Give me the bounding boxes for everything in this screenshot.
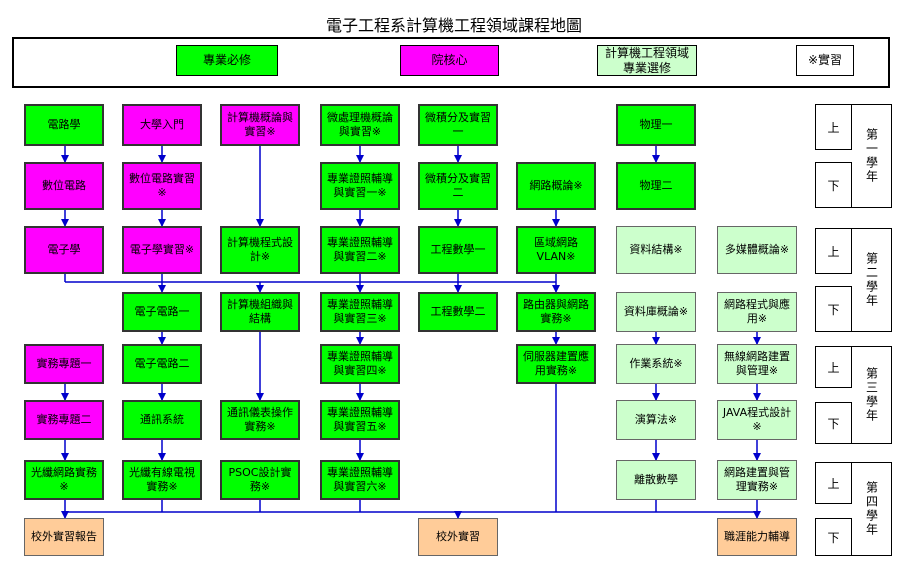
course-certification-3: 專業證照輔導與實習三※ <box>320 292 400 332</box>
legend-required: 專業必修 <box>176 45 278 76</box>
course-data-structures: 資料結構※ <box>616 226 696 274</box>
year4-lower: 下 <box>815 518 852 556</box>
year1-lower: 下 <box>815 162 852 208</box>
course-certification-4: 專業證照輔導與實習四※ <box>320 344 400 384</box>
course-physics-1: 物理一 <box>616 104 696 146</box>
course-digital-circuits: 數位電路 <box>24 162 104 210</box>
course-project-1: 實務專題一 <box>24 344 104 384</box>
year3-lower: 下 <box>815 402 852 444</box>
year1-upper: 上 <box>815 104 852 150</box>
course-microprocessor: 微處理機概論與實習※ <box>320 104 400 146</box>
course-certification-6: 專業證照輔導與實習六※ <box>320 460 400 500</box>
course-router-practice: 路由器與網路實務※ <box>516 292 596 332</box>
legend-elective: 計算機工程領域 專業選修 <box>597 45 697 76</box>
course-digital-circuits-lab: 數位電路實習※ <box>122 162 202 210</box>
year1-label: 第一學年 <box>852 104 892 208</box>
course-certification-2: 專業證照輔導與實習二※ <box>320 226 400 274</box>
course-server-practice: 伺服器建置應用實務※ <box>516 344 596 384</box>
course-programming: 計算機程式設計※ <box>220 226 300 274</box>
course-communication-systems: 通訊系統 <box>122 400 202 440</box>
course-wireless-network: 無線網路建置與管理※ <box>717 344 797 384</box>
legend <box>12 37 890 88</box>
legend-core: 院核心 <box>400 45 499 76</box>
course-psoc: PSOC設計實務※ <box>220 460 300 500</box>
course-fiber-network: 光纖網路實務※ <box>24 460 104 500</box>
course-discrete-math: 離散數學 <box>616 460 696 500</box>
course-calculus-1: 微積分及實習一 <box>418 104 498 146</box>
course-database: 資料庫概論※ <box>616 292 696 332</box>
year4-label: 第四學年 <box>852 462 892 556</box>
year3-upper: 上 <box>815 346 852 388</box>
year2-label: 第二學年 <box>852 228 892 332</box>
year3-label: 第三學年 <box>852 346 892 444</box>
course-project-2: 實務專題二 <box>24 400 104 440</box>
course-java: JAVA程式設計※ <box>717 400 797 440</box>
year2-lower: 下 <box>815 286 852 332</box>
course-university-intro: 大學入門 <box>122 104 202 146</box>
course-electronics-lab: 電子學實習※ <box>122 226 202 274</box>
course-engineering-math-2: 工程數學二 <box>418 292 498 332</box>
course-vlan: 區域網路VLAN※ <box>516 226 596 274</box>
course-multimedia: 多媒體概論※ <box>717 226 797 274</box>
course-electronic-circuits-2: 電子電路二 <box>122 344 202 384</box>
course-electronics: 電子學 <box>24 226 104 274</box>
course-engineering-math-1: 工程數學一 <box>418 226 498 274</box>
year4-upper: 上 <box>815 462 852 504</box>
page-title: 電子工程系計算機工程領域課程地圖 <box>325 16 582 35</box>
year2-upper: 上 <box>815 228 852 274</box>
legend-internship: ※實習 <box>796 45 854 76</box>
course-network-programming: 網路程式與應用※ <box>717 292 797 332</box>
course-physics-2: 物理二 <box>616 162 696 210</box>
course-fiber-catv: 光纖有線電視實務※ <box>122 460 202 500</box>
course-certification-5: 專業證照輔導與實習五※ <box>320 400 400 440</box>
course-instrument-practice: 通訊儀表操作實務※ <box>220 400 300 440</box>
course-calculus-2: 微積分及實習二 <box>418 162 498 210</box>
course-internship: 校外實習 <box>418 518 498 556</box>
course-network-intro: 網路概論※ <box>516 162 596 210</box>
course-electronic-circuits-1: 電子電路一 <box>122 292 202 332</box>
course-circuits: 電路學 <box>24 104 104 146</box>
course-algorithms: 演算法※ <box>616 400 696 440</box>
course-network-management: 網路建置與管理實務※ <box>717 460 797 500</box>
course-computer-organization: 計算機組織與結構 <box>220 292 300 332</box>
course-intro-computer: 計算機概論與實習※ <box>220 104 300 146</box>
course-career-guidance: 職涯能力輔導 <box>717 518 797 556</box>
course-operating-systems: 作業系統※ <box>616 344 696 384</box>
course-certification-1: 專業證照輔導與實習一※ <box>320 162 400 210</box>
course-internship-report: 校外實習報告 <box>24 518 104 556</box>
